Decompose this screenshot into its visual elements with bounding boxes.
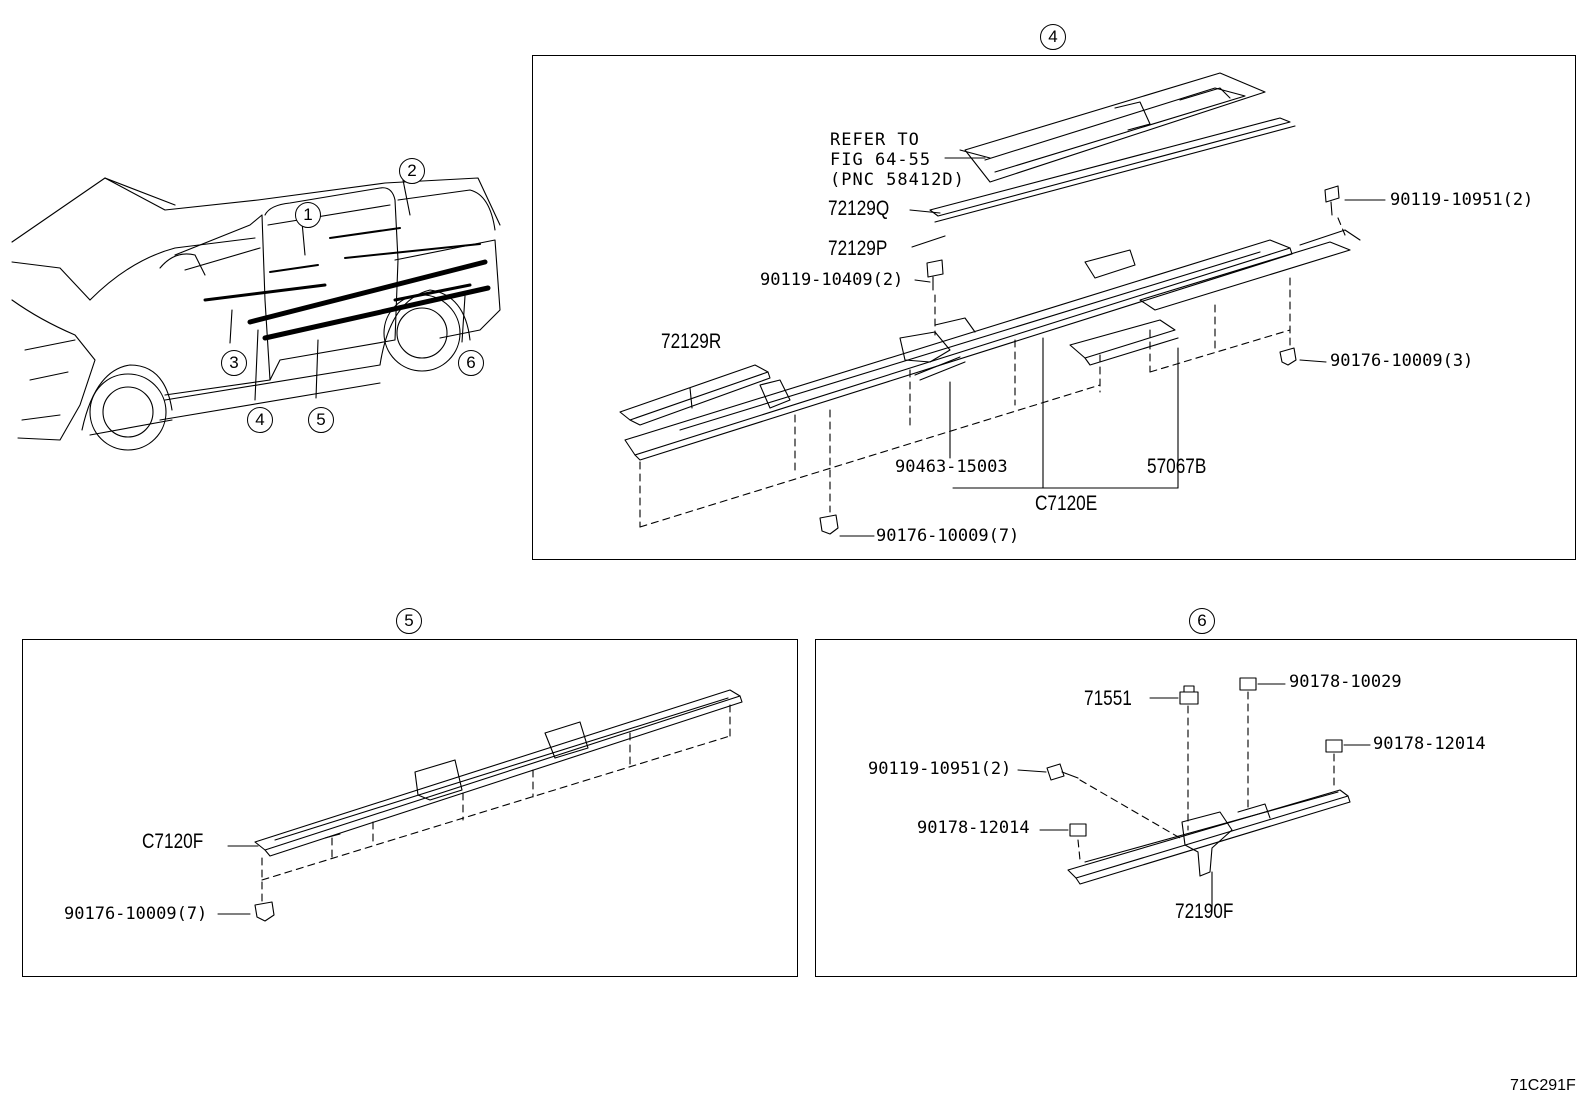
part-C7120E: C7120E <box>1035 492 1098 515</box>
panel4-drawing <box>619 72 1361 535</box>
part-90178-10029: 90178-10029 <box>1289 672 1402 692</box>
panel4-dashes <box>639 217 1346 528</box>
callout-4: 4 <box>247 407 273 433</box>
part-72129R: 72129R <box>661 330 722 353</box>
callout-3: 3 <box>221 350 247 376</box>
callout-1: 1 <box>295 202 321 228</box>
callout-5: 5 <box>308 407 334 433</box>
panel5-leaders <box>217 845 259 915</box>
panel5-frame <box>22 639 798 977</box>
refer-line-3: (PNC 58412D) <box>830 170 965 190</box>
part-90176-10009-7-p4: 90176-10009(7) <box>876 526 1020 546</box>
panel4-number: 4 <box>1040 24 1066 50</box>
part-90176-10009-7-p5: 90176-10009(7) <box>64 904 208 924</box>
part-90178-12014-a: 90178-12014 <box>1373 734 1486 754</box>
part-C7120F: C7120F <box>142 830 204 853</box>
figure-code: 71C291F <box>1510 1077 1576 1094</box>
part-72190F: 72190F <box>1175 900 1234 923</box>
part-90119-10951-p6: 90119-10951(2) <box>868 759 1012 779</box>
panel6-number: 6 <box>1189 608 1215 634</box>
callout-6: 6 <box>458 350 484 376</box>
vehicle-illustration <box>11 177 501 451</box>
part-71551: 71551 <box>1084 687 1132 710</box>
panel4-frame <box>532 55 1576 560</box>
refer-line-2: FIG 64-55 <box>830 150 932 170</box>
panel6-frame <box>815 639 1577 977</box>
panel4-leaders <box>689 157 1386 537</box>
panel5-number: 5 <box>396 608 422 634</box>
part-90176-10009-3: 90176-10009(3) <box>1330 351 1474 371</box>
panel6-drawing <box>1046 677 1351 885</box>
panel5-drawing <box>254 689 743 922</box>
part-90119-10409: 90119-10409(2) <box>760 270 904 290</box>
panel6-leaders <box>1017 683 1371 911</box>
part-90119-10951-p4: 90119-10951(2) <box>1390 190 1534 210</box>
panel6-dashes <box>1077 691 1335 861</box>
part-90178-12014-b: 90178-12014 <box>917 818 1030 838</box>
part-72129Q: 72129Q <box>828 197 890 220</box>
refer-line-1: REFER TO <box>830 130 920 150</box>
panel5-dashes <box>261 704 731 903</box>
part-57067B: 57067B <box>1147 455 1207 478</box>
part-72129P: 72129P <box>828 237 888 260</box>
part-90463-15003: 90463-15003 <box>895 457 1008 477</box>
callout-2: 2 <box>399 158 425 184</box>
